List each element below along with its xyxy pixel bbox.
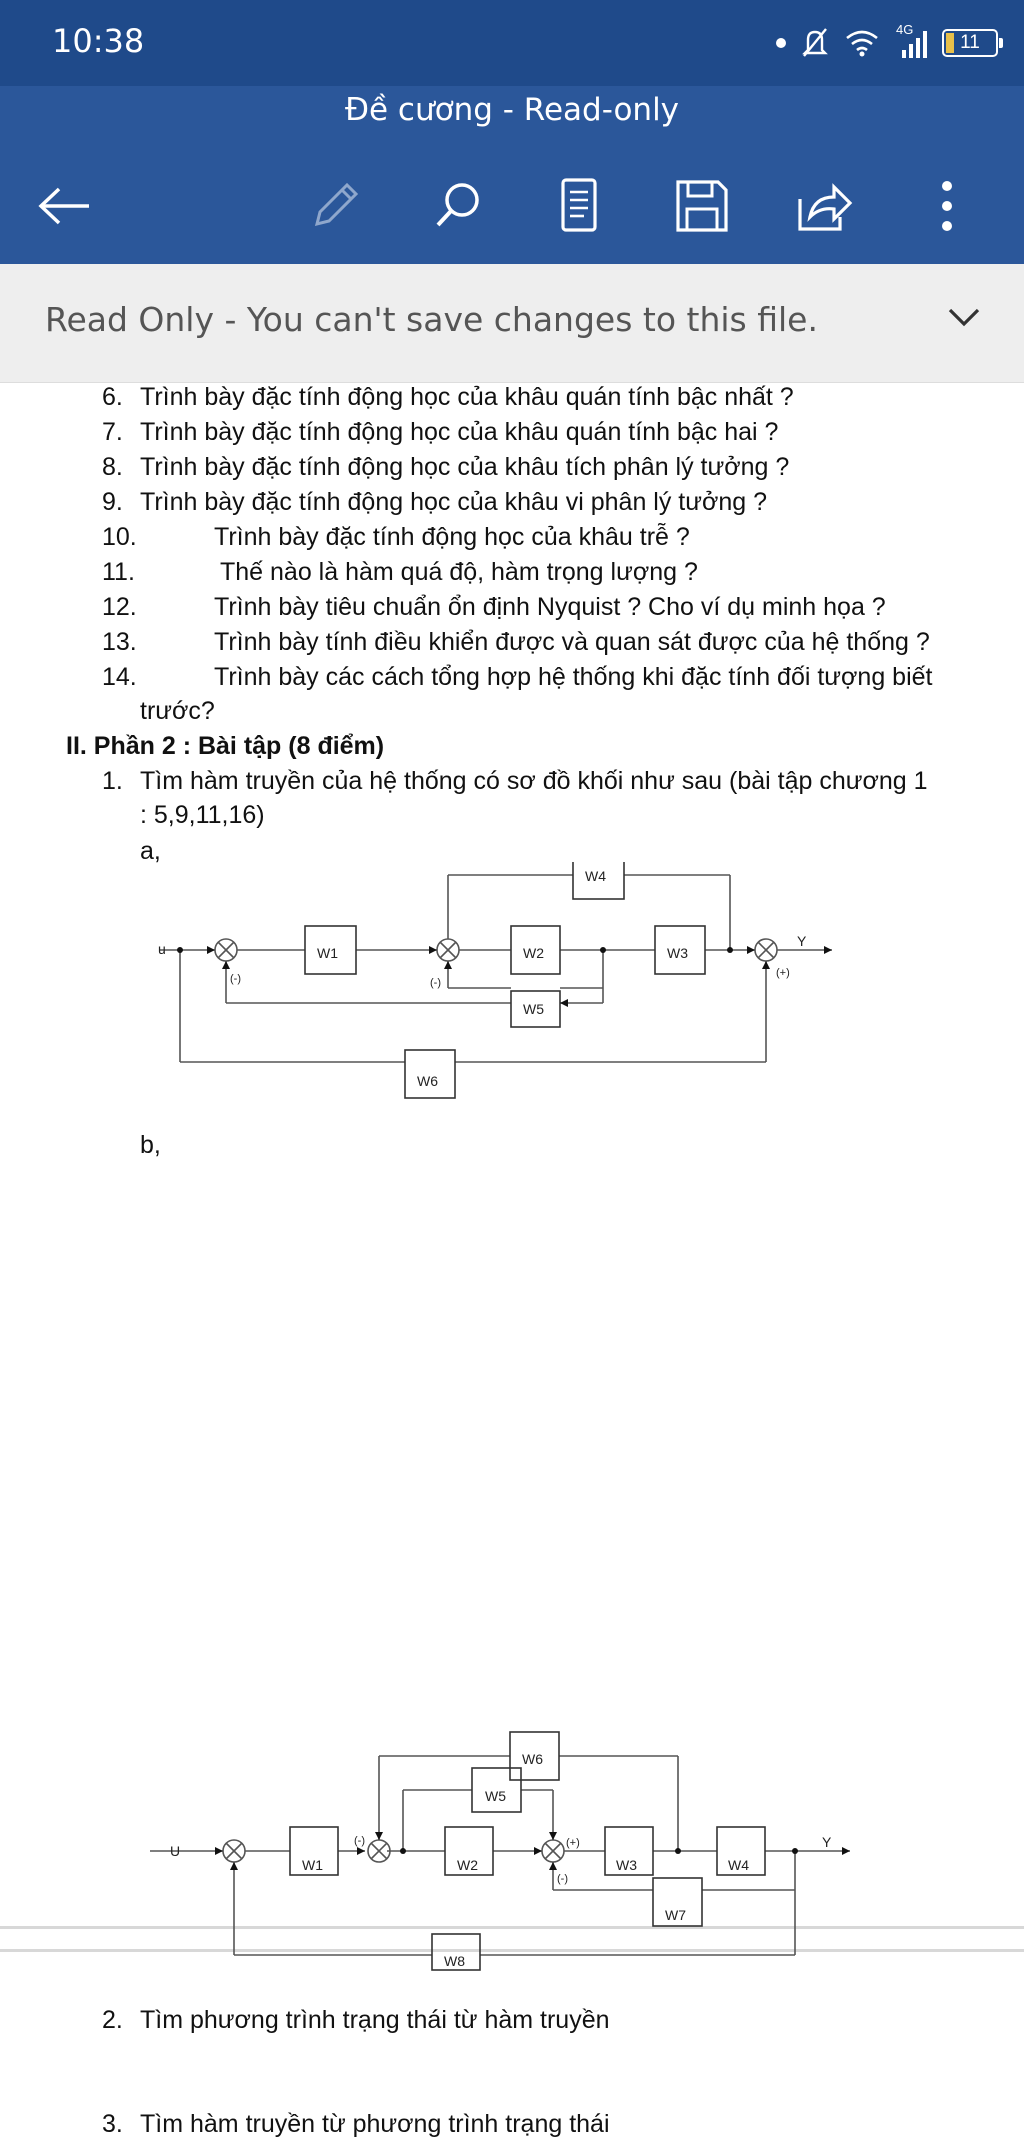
block-diagram-b: U Y W1 W2 W3 W4 W5 W6 W7 W8 (-) (+) (-)	[150, 1731, 850, 1971]
block-diagram-a: u Y W1 W2 W3 W4 W5 W6 (-) (-) (+)	[158, 862, 832, 1099]
document-view-icon	[561, 178, 597, 232]
document-page: 6. Trình bày đặc tính động học của khâu …	[0, 382, 1024, 2138]
block-w5: W5	[523, 1001, 544, 1017]
block-w6: W6	[417, 1073, 438, 1089]
edit-button[interactable]	[295, 166, 375, 246]
question-number: 13.	[102, 628, 137, 656]
question-number: 12.	[102, 593, 137, 621]
block-w6: W6	[522, 1751, 543, 1767]
sub-label-a: a,	[140, 837, 161, 865]
sign-label: (-)	[430, 977, 441, 989]
diagram-b-output: Y	[822, 1834, 832, 1850]
wifi-icon	[846, 30, 878, 57]
back-arrow-icon	[38, 187, 89, 225]
more-vertical-icon	[942, 181, 952, 231]
page-break	[0, 1949, 1024, 1952]
question-number: 10.	[102, 523, 137, 551]
sign-label: (-)	[354, 1835, 365, 1847]
diagram-a-input: u	[158, 941, 166, 957]
question-text: Trình bày tiêu chuẩn ổn định Nyquist ? C…	[214, 593, 886, 621]
question-number: 8.	[102, 453, 123, 481]
share-icon	[798, 183, 853, 231]
section-heading: II. Phần 2 : Bài tập (8 điểm)	[66, 732, 385, 760]
sign-label: (+)	[776, 967, 790, 979]
search-button[interactable]	[418, 166, 498, 246]
network-type: 4G	[896, 22, 914, 37]
block-w3: W3	[667, 945, 688, 961]
notification-dot-icon	[776, 38, 786, 48]
question-number: 11.	[102, 558, 135, 586]
battery-icon: 11	[942, 29, 1003, 57]
block-w1: W1	[317, 945, 338, 961]
question-text: Trình bày đặc tính động học của khâu vi …	[140, 488, 768, 516]
page-break	[0, 1926, 1024, 1929]
exercise-text: Tìm hàm truyền từ phương trình trạng thá…	[140, 2110, 610, 2138]
signal-icon: 4G	[894, 22, 928, 60]
exercise-text: Tìm hàm truyền của hệ thống có sơ đồ khố…	[140, 767, 928, 795]
question-text: Trình bày đặc tính động học của khâu quá…	[140, 383, 794, 411]
exercise-text: Tìm phương trình trạng thái từ hàm truyề…	[140, 2006, 610, 2034]
sign-label: (-)	[230, 973, 241, 985]
question-text: Trình bày đặc tính động học của khâu tíc…	[140, 453, 790, 481]
battery-level: 11	[960, 32, 980, 53]
diagram-b-input: U	[170, 1843, 180, 1859]
back-button[interactable]	[25, 166, 105, 246]
block-w7: W7	[665, 1907, 686, 1923]
chevron-down-icon[interactable]	[944, 302, 984, 332]
question-text: Thế nào là hàm quá độ, hàm trọng lượng ?	[220, 558, 698, 586]
diagram-a-output: Y	[797, 933, 807, 949]
save-button[interactable]	[662, 166, 742, 246]
status-icons: 4G 11	[776, 20, 1003, 66]
share-button[interactable]	[784, 166, 864, 246]
block-w8: W8	[444, 1953, 465, 1969]
question-number: 7.	[102, 418, 123, 446]
block-w4: W4	[728, 1857, 749, 1873]
question-text: Trình bày tính điều khiển được và quan s…	[214, 628, 930, 656]
block-w2: W2	[457, 1857, 478, 1873]
question-text: Trình bày đặc tính động học của khâu trễ…	[214, 523, 690, 551]
exercise-text-continued: : 5,9,11,16)	[140, 801, 265, 829]
exercise-number: 2.	[102, 2006, 123, 2034]
search-icon	[436, 183, 479, 227]
floppy-disk-icon	[676, 180, 728, 232]
sign-label: (-)	[557, 1873, 568, 1885]
reading-view-button[interactable]	[539, 166, 619, 246]
question-text-continued: trước?	[140, 697, 215, 725]
app-toolbar: Đề cương - Read-only	[0, 86, 1024, 264]
more-options-button[interactable]	[907, 166, 987, 246]
question-number: 14.	[102, 663, 137, 691]
mute-bell-icon	[802, 28, 828, 57]
sign-label: (+)	[566, 1837, 580, 1849]
question-text: Trình bày các cách tổng hợp hệ thống khi…	[214, 663, 933, 691]
read-only-message: Read Only - You can't save changes to th…	[45, 300, 818, 339]
status-time: 10:38	[52, 22, 145, 60]
block-w4: W4	[585, 868, 606, 884]
sub-label-b: b,	[140, 1131, 161, 1159]
read-only-banner[interactable]: Read Only - You can't save changes to th…	[0, 264, 1024, 383]
block-w5: W5	[485, 1788, 506, 1804]
question-number: 6.	[102, 383, 123, 411]
exercise-number: 1.	[102, 767, 123, 795]
question-text: Trình bày đặc tính động học của khâu quá…	[140, 418, 779, 446]
question-number: 9.	[102, 488, 123, 516]
block-w1: W1	[302, 1857, 323, 1873]
pencil-icon	[314, 182, 359, 227]
block-w3: W3	[616, 1857, 637, 1873]
block-w2: W2	[523, 945, 544, 961]
status-bar: 10:38 4G 11	[0, 0, 1024, 86]
document-title: Đề cương - Read-only	[344, 92, 680, 128]
exercise-number: 3.	[102, 2110, 123, 2138]
